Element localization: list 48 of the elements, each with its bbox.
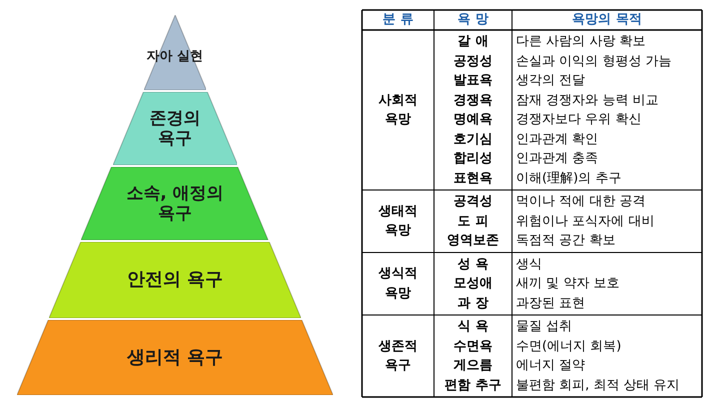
purpose-text: 생식 xyxy=(516,256,542,274)
desire-name: 편함 추구 xyxy=(444,376,502,394)
purpose-text: 잠재 경쟁자와 능력 비교 xyxy=(516,92,658,110)
purpose-text: 손실과 이익의 형평성 가늠 xyxy=(516,52,672,70)
purpose-text: 먹이나 적에 대한 공격 xyxy=(516,193,646,211)
desire-name: 갈 애 xyxy=(456,33,490,51)
column-header: 욕 망 xyxy=(456,11,490,29)
category-cell-text: 생존적 욕구 xyxy=(378,338,418,375)
desire-name: 성 욕 xyxy=(456,256,490,274)
pyramid-level: 안전의 욕구 xyxy=(49,242,301,318)
desire-name: 공정성 xyxy=(452,52,494,70)
purpose-text: 에너지 절약 xyxy=(516,357,586,375)
purpose-text: 독점적 공간 확보 xyxy=(516,232,616,250)
pyramid-level: 생리적 욕구 xyxy=(17,320,333,395)
desire-name: 모성애 xyxy=(452,275,494,293)
desire-name: 과 장 xyxy=(456,294,490,312)
desire-name: 수면욕 xyxy=(452,338,494,356)
desire-name: 경쟁욕 xyxy=(452,92,494,110)
purpose-text: 위험이나 포식자에 대비 xyxy=(516,212,654,230)
column-header: 분 류 xyxy=(382,11,414,29)
purpose-text: 수면(에너지 회복) xyxy=(516,338,622,356)
category-cell-text: 사회적 욕망 xyxy=(378,92,418,129)
desire-name: 표현욕 xyxy=(452,170,494,188)
category-cell-text: 생식적 욕망 xyxy=(378,265,418,303)
pyramid-level: 자아 실현 xyxy=(144,15,206,90)
pyramid-level: 존경의 욕구 xyxy=(112,92,238,165)
purpose-text: 인과관계 충족 xyxy=(516,150,598,168)
purpose-text: 이해(理解)의 추구 xyxy=(516,170,622,188)
purpose-text: 새끼 및 약자 보호 xyxy=(516,275,620,293)
category-cell-text: 생태적 욕망 xyxy=(378,202,418,240)
desire-name: 도 피 xyxy=(456,212,490,230)
purpose-text: 생각의 전달 xyxy=(516,72,586,90)
desire-name: 영역보존 xyxy=(446,232,500,250)
purpose-text: 불편함 회피, 최적 상태 유지 xyxy=(516,376,680,394)
purpose-text: 과장된 표현 xyxy=(516,294,586,312)
desire-name: 합리성 xyxy=(452,150,494,168)
purpose-text: 인과관계 확인 xyxy=(516,130,598,148)
purpose-text: 경쟁자보다 우위 확신 xyxy=(516,111,642,129)
desire-name: 게으름 xyxy=(452,357,494,375)
desire-name: 식 욕 xyxy=(456,318,490,336)
desire-name: 공격성 xyxy=(452,193,494,211)
pyramid-level: 소속, 애정의 욕구 xyxy=(81,167,269,240)
purpose-text: 물질 섭취 xyxy=(516,318,572,336)
desire-name: 명예욕 xyxy=(452,111,494,129)
desire-name: 발표욕 xyxy=(452,72,494,90)
column-header: 욕망의 목적 xyxy=(571,11,643,29)
purpose-text: 다른 사람의 사랑 확보 xyxy=(516,33,646,51)
desire-name: 호기심 xyxy=(452,130,494,148)
